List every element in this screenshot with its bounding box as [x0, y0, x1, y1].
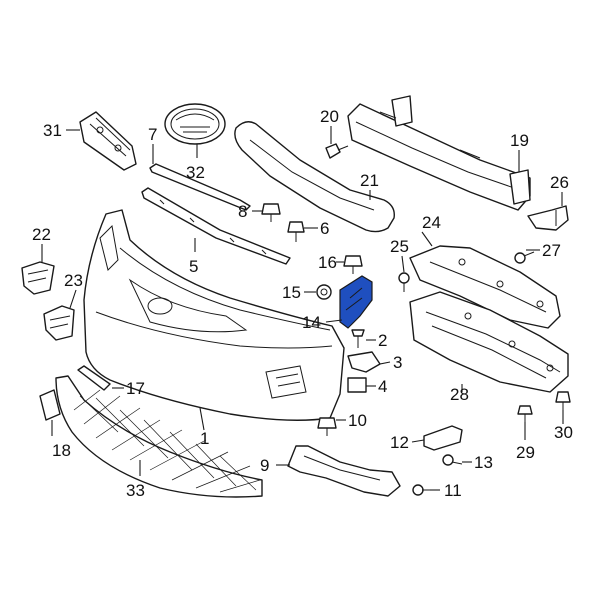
part-31-bracket[interactable]	[79, 111, 137, 171]
part-22-bezel[interactable]	[21, 261, 55, 295]
callout-1: 1	[200, 429, 209, 448]
callout-7: 7	[148, 125, 157, 144]
callout-16: 16	[318, 253, 337, 272]
callout-17: 17	[126, 379, 145, 398]
part-21-absorber[interactable]	[234, 121, 395, 233]
part-33-grille[interactable]	[55, 375, 263, 498]
part-18-reflector[interactable]	[39, 389, 61, 421]
callout-20: 20	[320, 107, 339, 126]
part-5-molding[interactable]	[141, 187, 291, 265]
callout-2: 2	[378, 331, 387, 350]
callout-4: 4	[378, 377, 387, 396]
part-25-bolt[interactable]	[398, 272, 410, 292]
callout-3: 3	[393, 353, 402, 372]
callout-11: 11	[444, 481, 462, 500]
callout-23: 23	[64, 271, 83, 290]
part-3-bracket[interactable]	[347, 351, 381, 373]
callout-21: 21	[360, 171, 379, 190]
part-19-reinforcement[interactable]	[347, 95, 531, 211]
part-12-bracket[interactable]	[423, 425, 463, 451]
part-29-clip[interactable]	[517, 405, 533, 422]
callout-27: 27	[542, 241, 561, 260]
part-8-clip[interactable]	[261, 203, 281, 222]
part-15-grommet[interactable]	[316, 284, 332, 300]
part-26-bracket[interactable]	[527, 205, 569, 231]
part-1-bumper-cover[interactable]	[83, 209, 345, 421]
callout-32: 32	[186, 163, 205, 182]
callout-25: 25	[390, 237, 409, 256]
part-24-cover[interactable]	[409, 245, 561, 329]
callout-31: 31	[43, 121, 62, 140]
callout-9: 9	[260, 456, 269, 475]
callout-13: 13	[474, 453, 493, 472]
part-17-molding[interactable]	[77, 365, 111, 391]
part-28-under-cover[interactable]	[409, 291, 569, 393]
callout-15: 15	[282, 283, 301, 302]
callout-5: 5	[189, 257, 198, 276]
callout-8: 8	[238, 202, 247, 221]
part-11-bolt[interactable]	[412, 484, 430, 496]
part-9-reinforcement[interactable]	[287, 445, 401, 497]
callout-33: 33	[126, 481, 145, 500]
callout-22: 22	[32, 225, 51, 244]
callout-12: 12	[390, 433, 409, 452]
part-7-molding[interactable]	[149, 163, 251, 211]
callout-29: 29	[516, 443, 535, 462]
callout-18: 18	[52, 441, 71, 460]
callout-labels: 31 7 32 20 19 21 26 8 6 24 22 25 27 16 5…	[32, 107, 573, 500]
leader-lines	[41, 126, 564, 491]
part-27-bolt[interactable]	[514, 251, 535, 264]
part-2-screw[interactable]	[351, 329, 365, 348]
part-32-emblem[interactable]	[164, 103, 226, 145]
part-6-clip[interactable]	[287, 221, 305, 242]
callout-6: 6	[320, 219, 329, 238]
callout-14: 14	[302, 313, 321, 332]
part-16-clip[interactable]	[343, 255, 363, 274]
callout-24: 24	[422, 213, 441, 232]
part-23-bezel[interactable]	[43, 305, 75, 341]
callout-30: 30	[554, 423, 573, 442]
callout-10: 10	[348, 411, 367, 430]
part-4-clip[interactable]	[347, 377, 367, 393]
part-30-clip[interactable]	[555, 391, 571, 410]
callout-28: 28	[450, 385, 469, 404]
callout-19: 19	[510, 131, 529, 150]
callout-26: 26	[550, 173, 569, 192]
part-10-clip[interactable]	[317, 417, 337, 436]
part-20-bolt[interactable]	[325, 143, 349, 159]
part-13-screw[interactable]	[442, 454, 463, 466]
part-14-bracket-highlighted[interactable]	[339, 275, 373, 329]
